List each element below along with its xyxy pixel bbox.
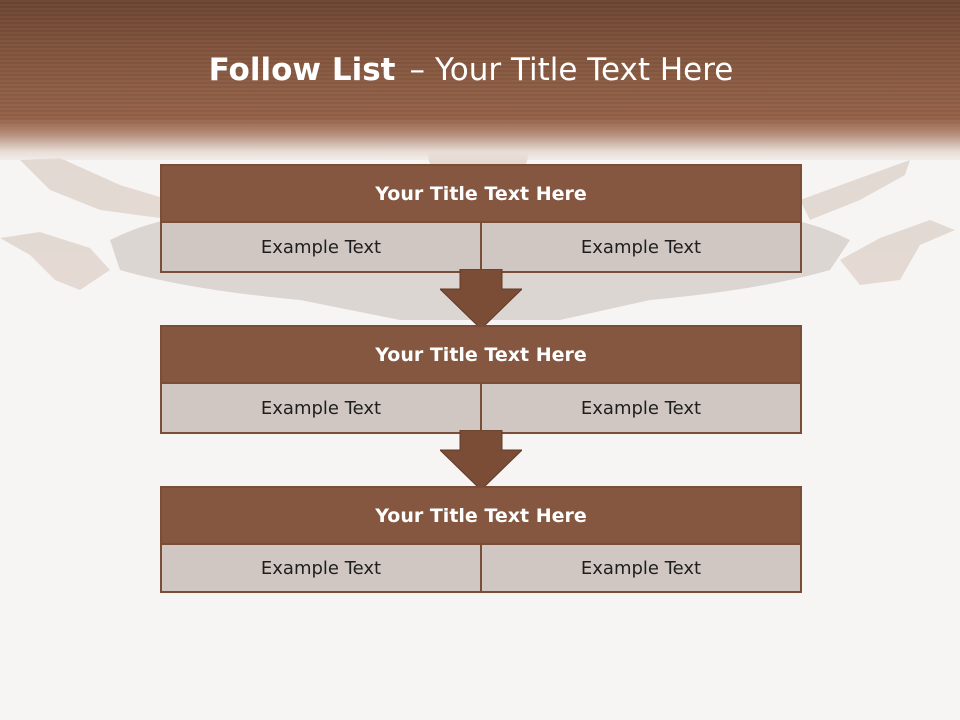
step-title: Your Title Text Here [162,488,800,545]
title-strong: Follow List [208,52,396,88]
slide-title: Follow List–Your Title Text Here [0,52,942,88]
step-title: Your Title Text Here [162,166,800,223]
down-arrow-icon [440,269,522,329]
step-box-1: Your Title Text Here Example Text Exampl… [160,164,802,273]
step-cell-right: Example Text [480,545,800,591]
step-title: Your Title Text Here [162,327,800,384]
header-band [0,0,960,160]
step-cells: Example Text Example Text [162,545,800,591]
step-cell-right: Example Text [480,223,800,271]
step-cell-left: Example Text [162,223,480,271]
down-arrow-icon [440,430,522,490]
step-cells: Example Text Example Text [162,223,800,271]
header-texture [0,0,960,125]
step-box-2: Your Title Text Here Example Text Exampl… [160,325,802,434]
step-box-3: Your Title Text Here Example Text Exampl… [160,486,802,593]
step-cell-left: Example Text [162,545,480,591]
step-cells: Example Text Example Text [162,384,800,432]
step-cell-left: Example Text [162,384,480,432]
title-rest: Your Title Text Here [434,52,734,88]
step-cell-right: Example Text [480,384,800,432]
title-separator: – [409,52,425,88]
